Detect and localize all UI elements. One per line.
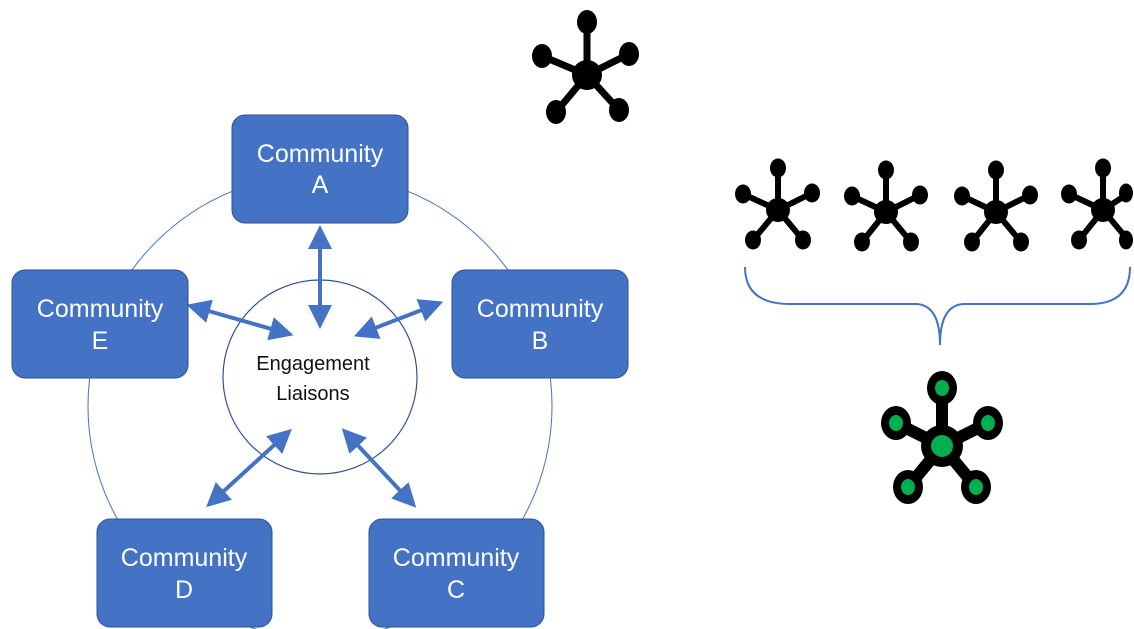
- community-box-a[interactable]: Community A: [231, 114, 409, 224]
- community-box-b[interactable]: Community B: [451, 269, 629, 379]
- arrow-c: [341, 428, 417, 508]
- connector-arrows: [186, 225, 444, 508]
- community-box-c[interactable]: Community C: [368, 518, 545, 628]
- community-b-label-line2: B: [532, 327, 549, 355]
- community-d-label-line1: Community: [121, 544, 248, 572]
- community-e-label-line1: Community: [37, 295, 164, 323]
- network-hub-icon-3: [954, 160, 1038, 252]
- community-box-e[interactable]: Community E: [11, 269, 189, 379]
- arrow-d: [206, 428, 292, 508]
- arrow-b: [353, 299, 444, 339]
- arrow-e: [186, 299, 294, 341]
- network-hub-icon-4: [1061, 158, 1133, 250]
- engagement-liaisons-label-line1: Engagement: [256, 353, 370, 375]
- engagement-liaisons-label-line2: Liaisons: [276, 383, 349, 405]
- network-hub-icon-1: [735, 158, 820, 250]
- community-b-label-line1: Community: [477, 295, 604, 323]
- community-c-label-line2: C: [447, 576, 465, 604]
- network-hub-icon-large: [532, 10, 639, 124]
- community-a-label-line2: A: [312, 171, 329, 199]
- network-hub-icon-green: [881, 371, 1003, 504]
- community-d-label-line2: D: [175, 576, 193, 604]
- community-c-label-line1: Community: [393, 544, 520, 572]
- community-a-label-line1: Community: [257, 140, 384, 168]
- network-hub-icon-2: [844, 160, 928, 252]
- community-box-d[interactable]: Community D: [96, 518, 273, 628]
- community-e-label-line2: E: [92, 327, 109, 355]
- curly-brace-icon: [744, 266, 1131, 346]
